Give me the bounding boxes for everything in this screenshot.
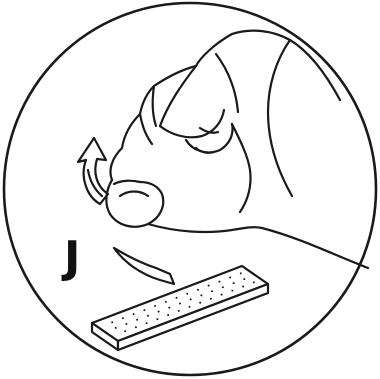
strip-dot xyxy=(135,326,137,328)
strip-dot xyxy=(222,286,224,288)
strip-dot xyxy=(147,315,149,317)
strip-dot xyxy=(146,322,148,324)
strip-dot xyxy=(242,286,244,288)
strip-dot xyxy=(122,317,124,319)
strip-dot xyxy=(179,303,181,305)
strip-dot xyxy=(218,281,220,283)
strip-dot xyxy=(231,290,233,292)
strip-dot xyxy=(176,297,178,299)
strip-dot xyxy=(221,294,223,296)
strip-dot xyxy=(168,307,170,309)
strip-dot xyxy=(124,330,126,332)
strip-dot xyxy=(158,311,160,313)
strip-dot xyxy=(233,282,235,284)
strip-dot xyxy=(156,318,158,320)
step-letter: J xyxy=(61,232,80,283)
strip-dot xyxy=(240,272,242,274)
strip-dot xyxy=(143,309,145,311)
strip-dot xyxy=(186,293,188,295)
strip-dot xyxy=(154,305,156,307)
strip-dot xyxy=(165,301,167,303)
strip-dot xyxy=(133,313,135,315)
strip-dot xyxy=(208,285,210,287)
strip-dot xyxy=(200,294,202,296)
strip-dot xyxy=(210,298,212,300)
strip-dot xyxy=(253,281,255,283)
strip-dot xyxy=(178,310,180,312)
strip-dot xyxy=(197,289,199,291)
strip-dot xyxy=(211,290,213,292)
strip-dot xyxy=(125,323,127,325)
strip-dot xyxy=(111,321,113,323)
strip-dot xyxy=(243,278,245,280)
strip-dot xyxy=(229,277,231,279)
strip-dot xyxy=(136,319,138,321)
strip-dot xyxy=(199,302,201,304)
strip-dot xyxy=(189,306,191,308)
strip-dot xyxy=(167,314,169,316)
strip-dot xyxy=(115,327,117,329)
strip-dot xyxy=(190,298,192,300)
